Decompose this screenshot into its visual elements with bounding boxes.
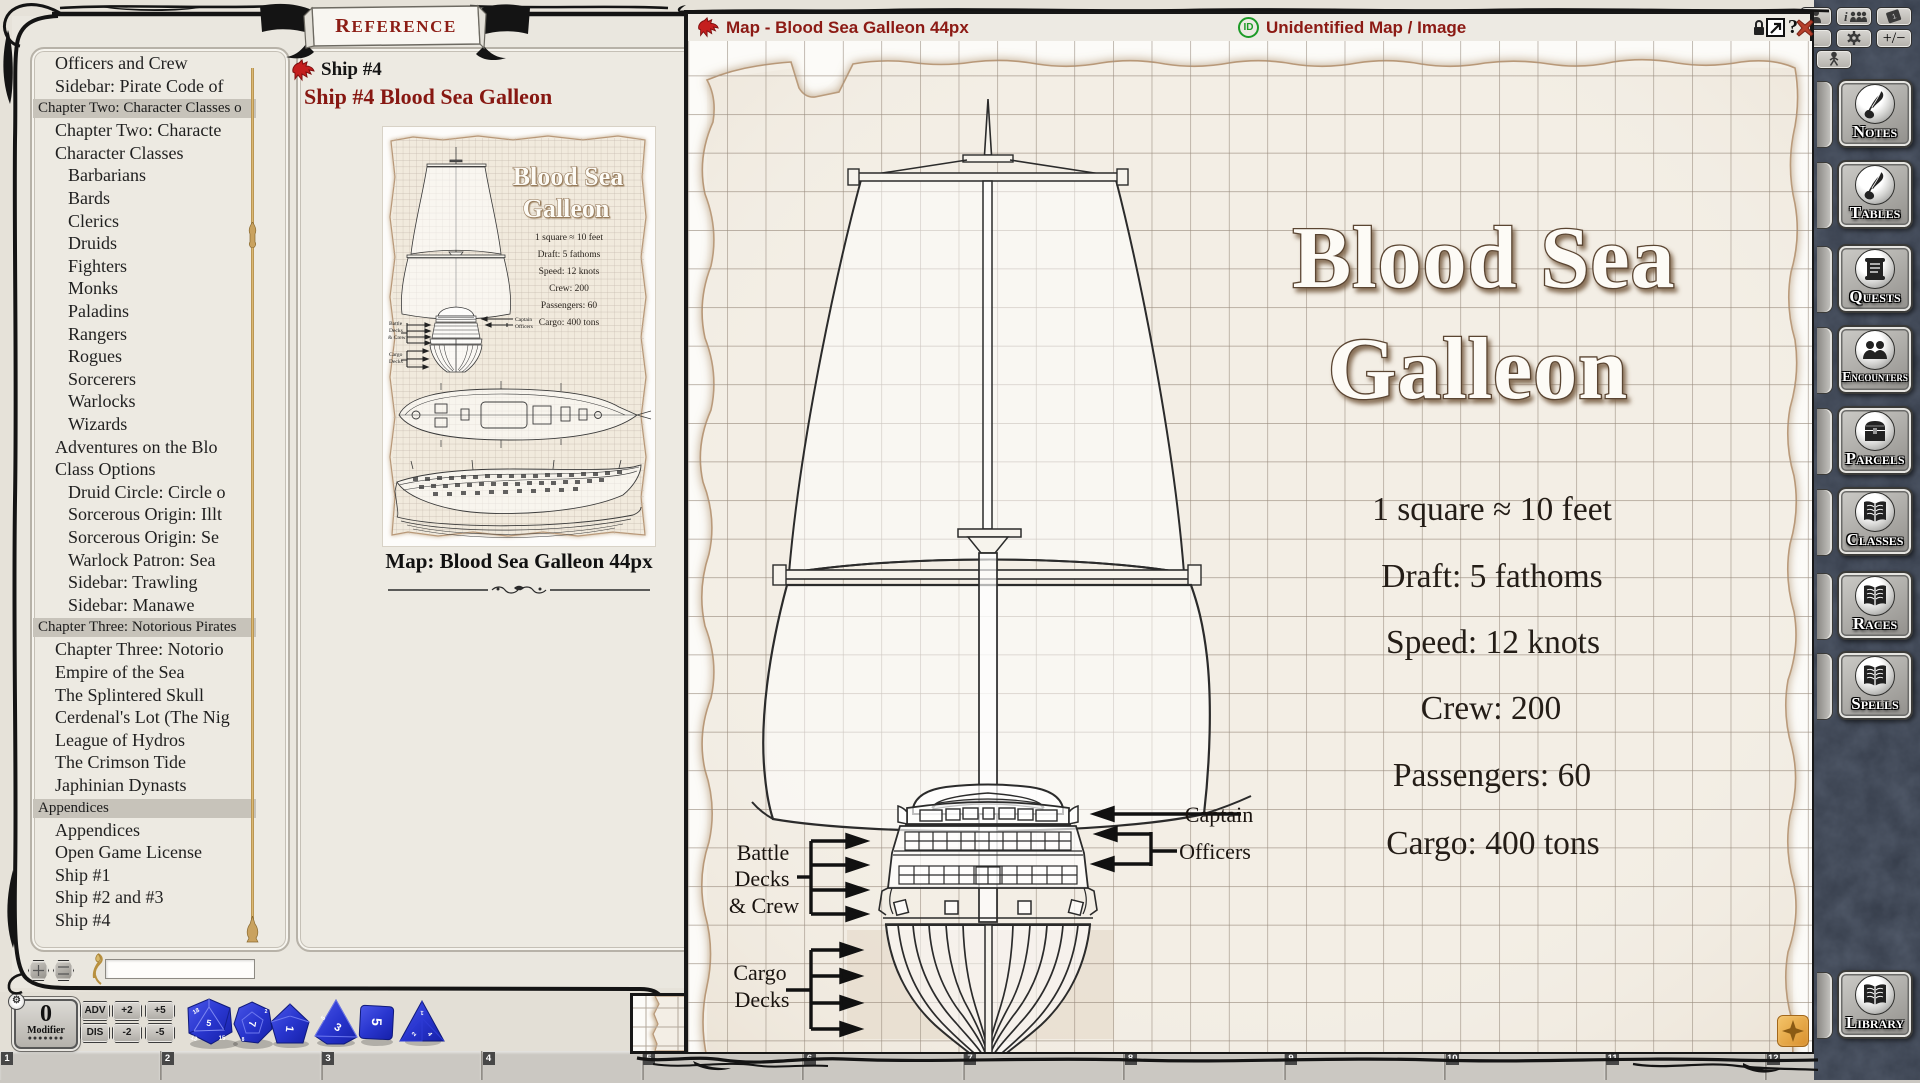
svg-text:Decks: Decks bbox=[389, 359, 403, 365]
svg-text:Galleon: Galleon bbox=[523, 194, 610, 223]
svg-text:Cargo: Cargo bbox=[733, 960, 786, 985]
svg-text:Draft: 5 fathoms: Draft: 5 fathoms bbox=[1381, 558, 1602, 595]
svg-text:18: 18 bbox=[192, 1007, 201, 1016]
svg-text:& Crew: & Crew bbox=[388, 335, 406, 341]
svg-text:Cargo: 400 tons: Cargo: 400 tons bbox=[1386, 825, 1599, 862]
svg-text:Officers: Officers bbox=[515, 323, 533, 330]
svg-text:15: 15 bbox=[219, 1036, 226, 1042]
svg-text:1: 1 bbox=[283, 1025, 296, 1032]
svg-text:2: 2 bbox=[265, 1009, 268, 1015]
svg-text:5: 5 bbox=[320, 1015, 327, 1022]
svg-text:5: 5 bbox=[369, 1018, 385, 1027]
svg-text:1 square ≈ 10 feet: 1 square ≈ 10 feet bbox=[1372, 491, 1612, 528]
svg-text:8: 8 bbox=[242, 1037, 245, 1043]
svg-text:1: 1 bbox=[1891, 13, 1897, 21]
svg-text:Cargo: Cargo bbox=[389, 352, 403, 358]
svg-text:Galleon: Galleon bbox=[1328, 321, 1628, 418]
svg-text:4: 4 bbox=[426, 1031, 433, 1038]
svg-text:Blood Sea: Blood Sea bbox=[1292, 210, 1675, 307]
svg-text:i: i bbox=[1844, 9, 1848, 24]
svg-text:Battle: Battle bbox=[737, 840, 790, 865]
svg-text:7: 7 bbox=[246, 1020, 258, 1028]
svg-text:Crew: 200: Crew: 200 bbox=[1421, 690, 1562, 727]
svg-text:5: 5 bbox=[206, 1018, 212, 1029]
svg-text:Speed: 12 knots: Speed: 12 knots bbox=[539, 267, 600, 277]
svg-text:Blood Sea: Blood Sea bbox=[513, 162, 624, 191]
svg-text:Cargo: 400 tons: Cargo: 400 tons bbox=[539, 318, 600, 328]
svg-text:& Crew: & Crew bbox=[729, 893, 799, 918]
svg-text:2: 2 bbox=[411, 1031, 418, 1038]
svg-text:13: 13 bbox=[189, 1035, 198, 1043]
svg-text:Officers: Officers bbox=[1179, 839, 1251, 864]
svg-text:Captain: Captain bbox=[1185, 802, 1253, 827]
svg-text:Passengers: 60: Passengers: 60 bbox=[1393, 757, 1591, 794]
svg-text:1 square ≈ 10 feet: 1 square ≈ 10 feet bbox=[535, 232, 603, 243]
svg-text:1: 1 bbox=[420, 1009, 424, 1015]
svg-text:Passengers: 60: Passengers: 60 bbox=[541, 301, 597, 311]
svg-text:Captain: Captain bbox=[515, 317, 532, 323]
svg-text:Decks: Decks bbox=[735, 987, 790, 1012]
svg-text:Draft: 5 fathoms: Draft: 5 fathoms bbox=[538, 249, 601, 260]
svg-text:Decks: Decks bbox=[389, 328, 403, 334]
svg-text:Speed: 12 knots: Speed: 12 knots bbox=[1386, 624, 1600, 661]
svg-text:3: 3 bbox=[332, 1021, 343, 1034]
svg-text:Battle: Battle bbox=[389, 321, 403, 327]
svg-text:Crew: 200: Crew: 200 bbox=[549, 284, 589, 294]
svg-text:REFERENCE: REFERENCE bbox=[335, 15, 457, 37]
svg-text:Decks: Decks bbox=[735, 866, 790, 891]
